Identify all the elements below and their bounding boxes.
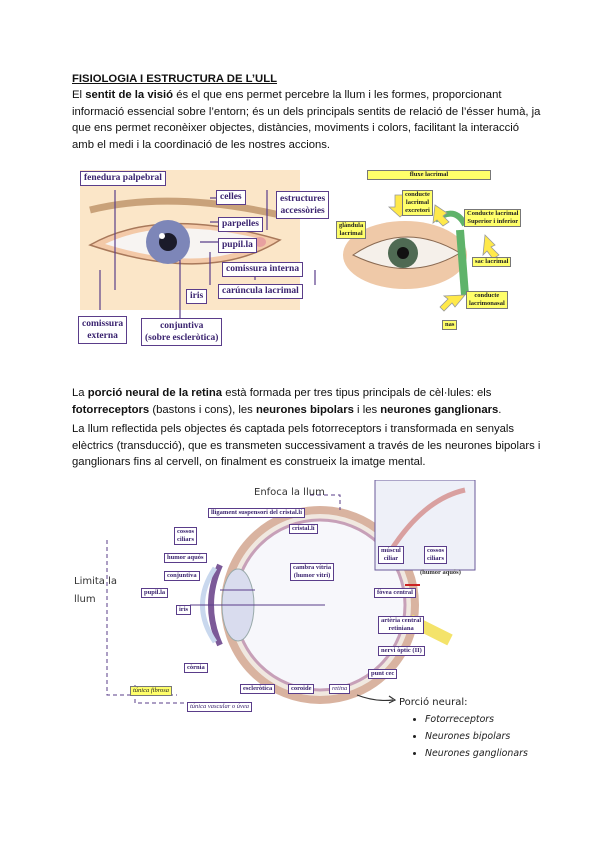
label-caruncula-lacrimal: carúncula lacrimal [218, 284, 303, 299]
retina-arrow-icon [356, 694, 397, 704]
label-fluxe-lacrimal: fluxe lacrimal [367, 170, 491, 180]
neural-item-fotorreceptors: Fotorreceptors [425, 711, 528, 728]
neural-portion-list: Porció neural: Fotorreceptors Neurones b… [399, 697, 528, 762]
label-sac-lacrimal: sac lacrimal [472, 257, 512, 267]
label-tunica-vascular: túnica vascular o úvea [187, 702, 253, 712]
label-fenedura-palpebral: fenedura palpebral [80, 171, 166, 186]
neural-item-bipolars: Neurones bipolars [425, 728, 528, 745]
enfoca-la-llum-note: Enfoca la llum [254, 487, 325, 498]
label-pupila: pupil.la [141, 588, 169, 598]
label-comissura-interna: comissura interna [222, 262, 304, 277]
label-esclerotica: escleròtica [240, 684, 276, 694]
document-title: FISIOLOGIA I ESTRUCTURA DE L’ULL [72, 73, 278, 85]
label-celles: celles [216, 190, 246, 205]
neural-item-ganglionars: Neurones ganglionars [425, 745, 528, 762]
label-humor-aquos-right: (humor aquós) [420, 569, 461, 576]
label-pupila: pupil.la [218, 238, 257, 253]
label-lligament-suspensori: lligament suspensori del cristal.lí [208, 508, 305, 518]
label-cornia: còrnia [184, 663, 208, 673]
label-parpelles: parpelles [218, 217, 263, 232]
label-iris: iris [176, 605, 192, 615]
label-retina: retina [329, 684, 351, 694]
external-eye-illustration [80, 170, 300, 310]
label-punt-cec: punt cec [368, 669, 398, 679]
label-iris: iris [186, 289, 208, 304]
label-cristalli: cristal.lí [289, 524, 318, 534]
label-conjuntiva: conjuntiva(sobre escleròtica) [141, 318, 223, 346]
label-humor-aquos: humor aquós [164, 553, 207, 563]
label-conjuntiva: conjuntiva [164, 571, 200, 581]
label-fovea-central: fòvea central [374, 588, 416, 598]
label-coroide: coroide [288, 684, 315, 694]
label-cambra-vitria: cambra vítria(humor vitri) [290, 563, 335, 581]
label-tunica-fibrosa: túnica fibrosa [130, 686, 173, 696]
label-nas: nas [442, 320, 458, 330]
light-paragraph: La llum reflectida pels objectes és capt… [72, 423, 541, 468]
lacrimal-illustration [343, 194, 500, 312]
retina-paragraph: La porció neural de la retina està forma… [72, 387, 502, 416]
label-nervi-optic: nervi òptic (II) [378, 646, 425, 656]
eye-section-leader-lines [106, 494, 341, 704]
intro-paragraph: El sentit de la visió és el que ens perm… [72, 89, 541, 151]
neural-portion-title: Porció neural: [399, 697, 468, 708]
